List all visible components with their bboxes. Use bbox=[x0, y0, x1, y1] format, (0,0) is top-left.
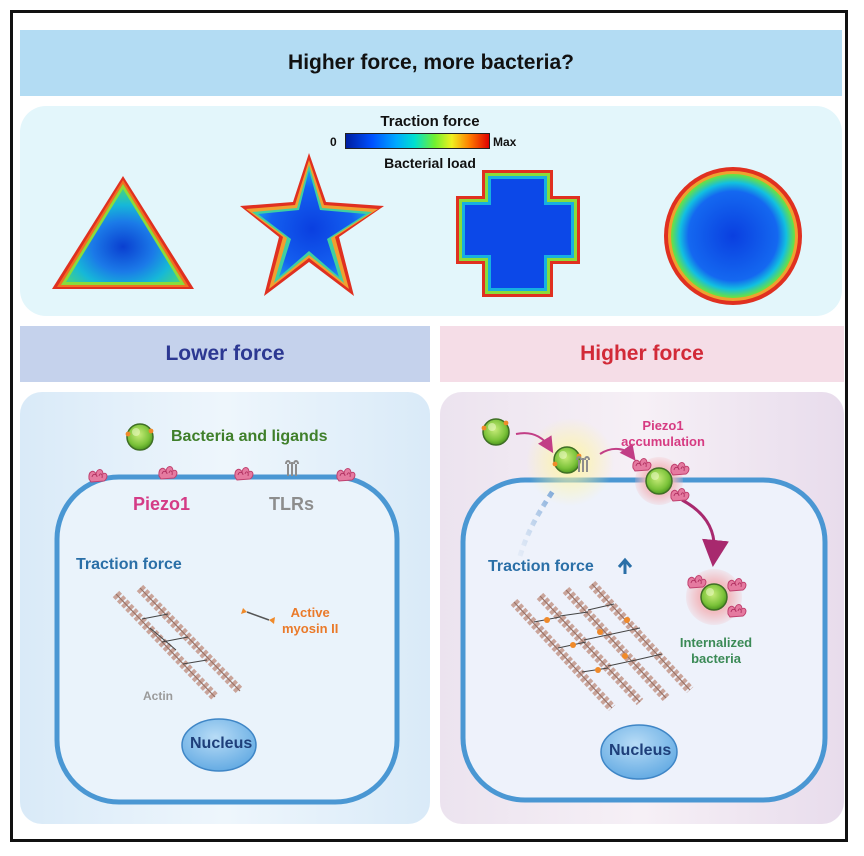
legend-min-label: 0 bbox=[330, 135, 337, 149]
cross-traction-map bbox=[456, 170, 580, 297]
internalized-complex bbox=[686, 569, 747, 625]
myosin-label-line2: myosin II bbox=[282, 621, 339, 636]
accum-line2: accumulation bbox=[621, 434, 705, 449]
entry-arrow-1 bbox=[515, 432, 554, 454]
actin-label: Actin bbox=[143, 689, 173, 703]
intern-line2: bacteria bbox=[691, 651, 741, 666]
force-up-arrow-icon bbox=[617, 557, 633, 574]
lower-bacterium-icon bbox=[125, 423, 154, 451]
triangle-traction-map bbox=[52, 176, 194, 289]
higher-force-header: Higher force bbox=[440, 326, 844, 382]
higher-nucleus-label: Nucleus bbox=[609, 742, 672, 759]
bacteria-ligands-label: Bacteria and ligands bbox=[171, 428, 328, 445]
legend-max-label: Max bbox=[493, 135, 517, 149]
lower-nucleus-label: Nucleus bbox=[190, 735, 253, 752]
tlrs-label: TLRs bbox=[269, 494, 314, 514]
myosin-label: Active myosin II bbox=[282, 605, 338, 637]
entry-arrow-2 bbox=[599, 443, 636, 461]
piezo-accumulation-label: Piezo1 accumulation bbox=[608, 418, 718, 450]
myosin-icon bbox=[241, 608, 275, 624]
legend-subtitle: Bacterial load bbox=[384, 155, 476, 171]
higher-actin-filaments bbox=[510, 580, 694, 712]
force-dashed-arrow bbox=[517, 486, 558, 557]
higher-bacterium-1 bbox=[481, 418, 510, 446]
figure-title: Higher force, more bacteria? bbox=[20, 30, 842, 96]
lower-nucleus bbox=[181, 718, 257, 772]
lower-force-header: Lower force bbox=[20, 326, 430, 382]
higher-tlr-icon bbox=[576, 456, 590, 472]
circle-traction-map bbox=[664, 167, 802, 305]
legend-title: Traction force bbox=[380, 113, 480, 130]
internalization-arrow bbox=[681, 498, 729, 567]
higher-nucleus bbox=[600, 724, 678, 780]
lower-cell-membrane bbox=[54, 474, 400, 805]
higher-traction-label: Traction force bbox=[488, 558, 594, 575]
intern-line1: Internalized bbox=[679, 635, 753, 650]
star-traction-map bbox=[240, 153, 384, 296]
lower-actin-filaments bbox=[112, 584, 244, 701]
tlr-receptor-icon bbox=[285, 460, 299, 476]
lower-traction-label: Traction force bbox=[76, 556, 182, 573]
internalized-label: Internalized bacteria bbox=[661, 635, 771, 667]
piezo1-label: Piezo1 bbox=[133, 494, 191, 514]
accumulation-complex bbox=[632, 457, 690, 505]
traction-colorbar bbox=[345, 133, 490, 149]
accum-line1: Piezo1 bbox=[642, 418, 684, 433]
myosin-label-line1: Active bbox=[290, 605, 330, 620]
